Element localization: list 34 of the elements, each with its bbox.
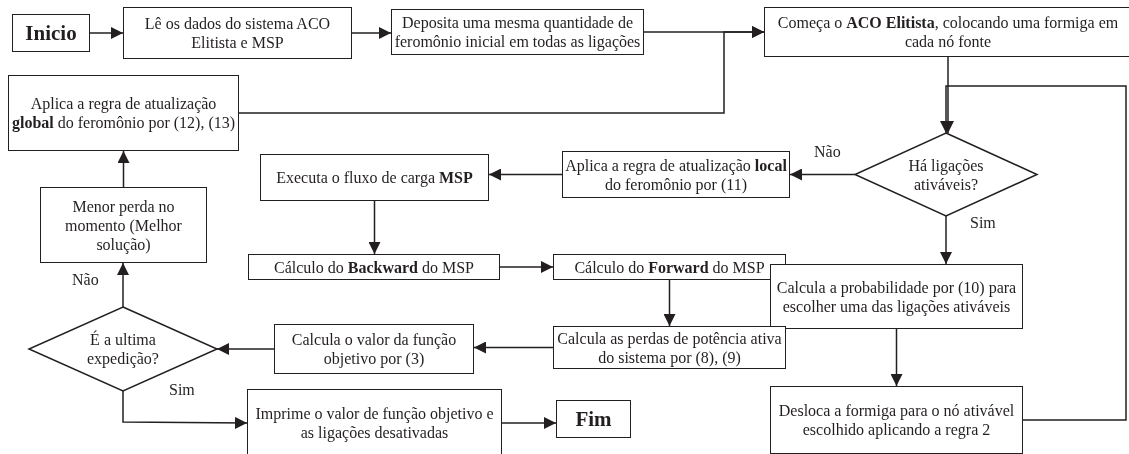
arrow [473, 341, 554, 354]
arrow [890, 328, 903, 387]
arrow [117, 150, 130, 188]
arrow [238, 26, 765, 114]
process-box: Aplica a regra de atualização global do feromônio por (12), (13) [8, 75, 239, 151]
process-box: Calcula as perdas de potência ativa do sistema por (8), (9) [553, 326, 786, 369]
process-box: Executa o fluxo de carga MSP [260, 154, 489, 201]
arrow [789, 168, 856, 181]
arrow [499, 261, 554, 273]
process-box: Aplica a regra de atualização local do feromônio por (11) [562, 151, 790, 198]
process-box: Calcula a probabilidade por (10) para escolher uma das ligações ativáveis [770, 264, 1023, 329]
process-box: Imprime o valor de função objetivo e as ligações desativadas [247, 389, 502, 454]
process-box: Menor perda no momento (Melhor solução) [40, 187, 207, 263]
process-box: Cálculo do Backward do MSP [248, 254, 500, 280]
process-box: Deposita uma mesma quantidade de feromônio inicial em todas as ligações [391, 9, 644, 55]
process-box: Desloca a formiga para o nó ativável escolhido aplicando a regra 2 [770, 386, 1023, 454]
decision-diamond: Há ligações ativáveis? [855, 133, 1037, 216]
arrow [117, 262, 129, 308]
process-box: Calcula o valor da função objetivo por (3) [274, 324, 474, 374]
start-box: Inicio [12, 14, 90, 52]
process-box: Lê os dados do sistema ACO Elitista e MSP [123, 7, 352, 59]
process-box: Começa o ACO Elitista, colocando uma formiga em cada nó fonte [764, 7, 1129, 57]
arrow [663, 279, 676, 327]
arrow [89, 27, 124, 39]
arrow [122, 390, 248, 429]
arrow [351, 27, 392, 39]
arrow [488, 168, 563, 181]
arrow [216, 343, 275, 355]
arrow [501, 417, 557, 429]
arrow [940, 215, 952, 265]
process-box: Cálculo do Forward do MSP [553, 254, 786, 280]
end-box: Fim [556, 400, 631, 438]
arrow [940, 85, 1127, 421]
arrow [368, 200, 381, 255]
